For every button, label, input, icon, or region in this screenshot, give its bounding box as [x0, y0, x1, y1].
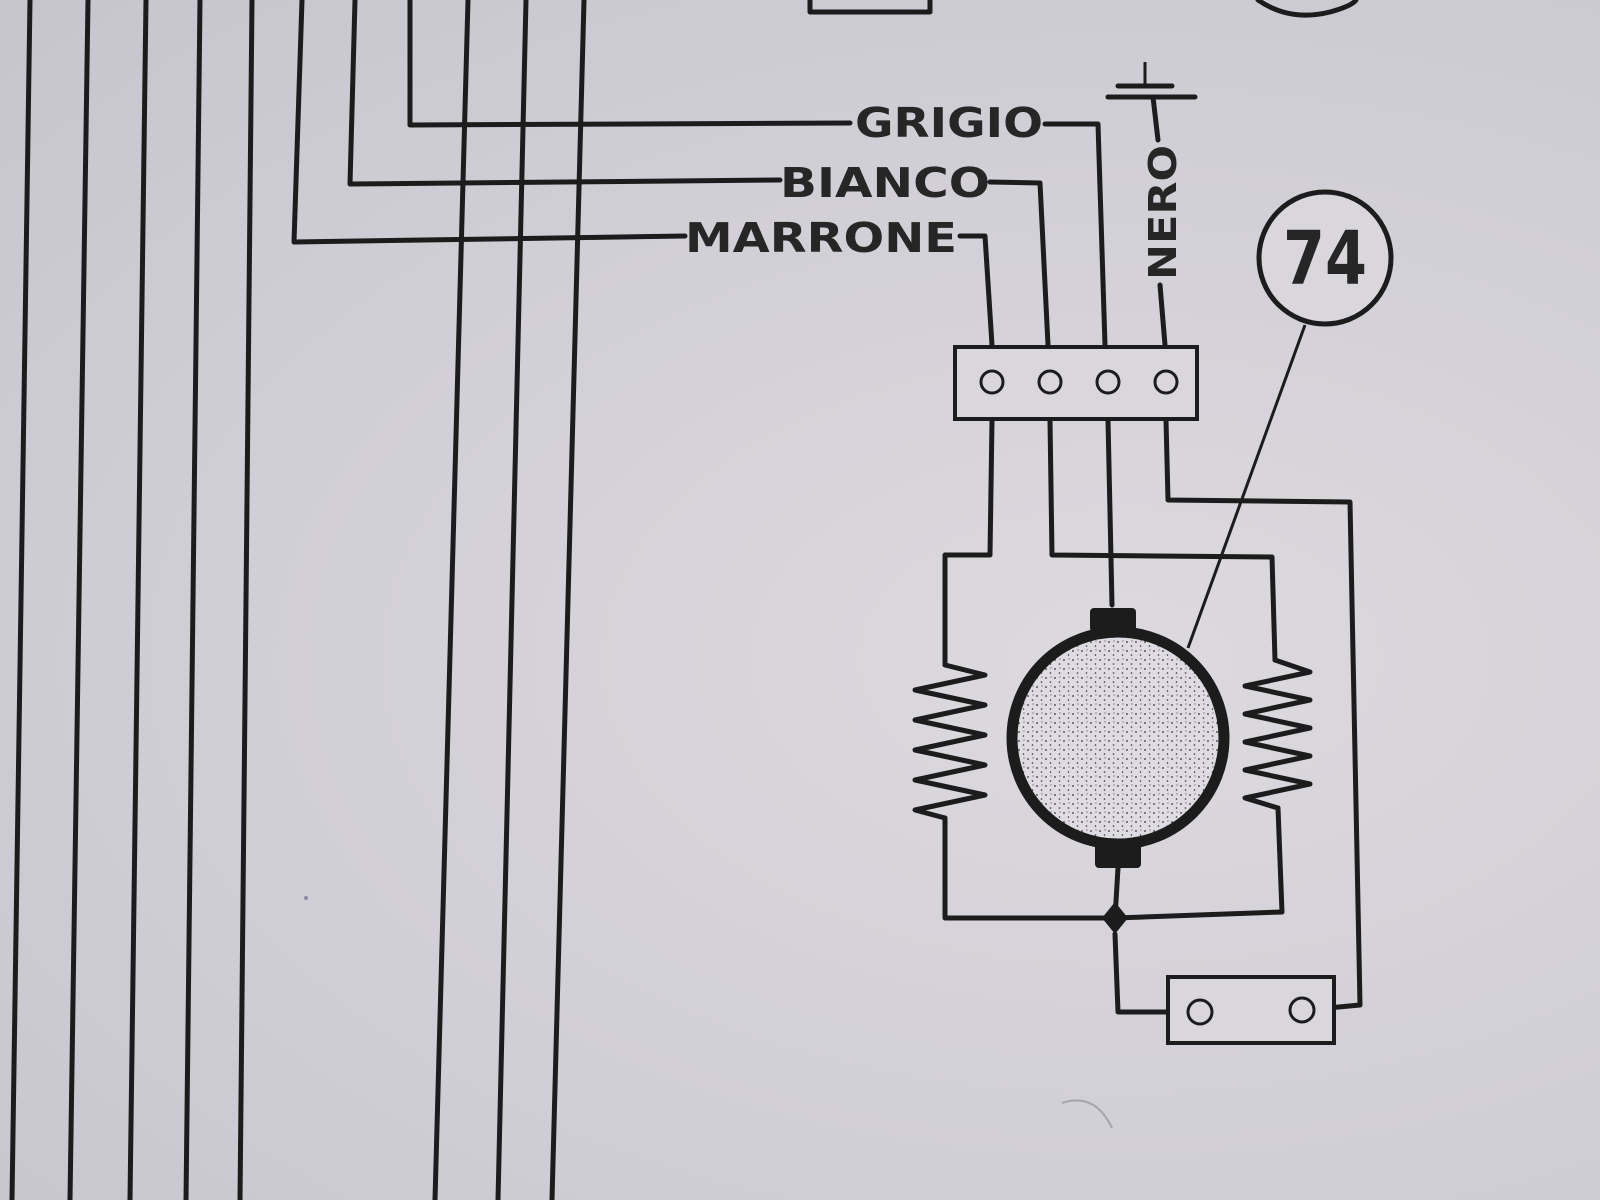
- nero-wire-drop: [1157, 282, 1168, 348]
- bus-wire: [67, 0, 91, 1200]
- bus-wire: [9, 0, 33, 1200]
- field-left-feed: [942, 417, 995, 668]
- paper-dot: [304, 896, 308, 900]
- return-wire: [1163, 417, 1363, 1011]
- bianco-wire-drop: [987, 179, 1051, 348]
- terminal-post: [1037, 369, 1063, 395]
- bus-wire: [495, 0, 529, 1200]
- junction-node: [1102, 902, 1128, 934]
- grigio-wire-drop: [1042, 121, 1108, 348]
- label-grigio: GRIGIO: [855, 99, 1043, 147]
- bus-wire: [237, 0, 255, 1200]
- bus-wire: [183, 0, 203, 1200]
- right-field-coil: [1242, 657, 1313, 811]
- terminal-post: [1095, 369, 1121, 395]
- callout-74: 74: [1186, 189, 1394, 649]
- left-coil-return: [942, 815, 1118, 921]
- connector-post: [1186, 998, 1214, 1026]
- marrone-wire: [291, 0, 688, 245]
- switch-connector: [1166, 975, 1336, 1045]
- field-right-feed: [1047, 417, 1278, 663]
- left-bus-wires: [9, 0, 587, 1200]
- right-coil-return: [1112, 805, 1285, 921]
- bus-wire: [549, 0, 587, 1200]
- grigio-wire: [407, 0, 853, 128]
- terminal-block: [953, 345, 1199, 421]
- terminal-post: [1153, 369, 1179, 395]
- ground-symbol: [1105, 62, 1198, 143]
- label-bianco: BIANCO: [780, 159, 990, 207]
- connector-post: [1288, 996, 1316, 1024]
- terminal-post: [979, 369, 1005, 395]
- bus-wire: [432, 0, 471, 1200]
- label-nero: NERO: [1141, 145, 1185, 280]
- left-field-coil: [912, 662, 988, 821]
- switch-feed-wire: [1112, 931, 1173, 1015]
- marrone-wire-drop: [957, 233, 995, 348]
- bianco-wire: [347, 0, 783, 187]
- bus-wire: [127, 0, 149, 1200]
- paper-mark: [1061, 1099, 1113, 1129]
- top-box-fragment: [807, 0, 933, 15]
- label-marrone: MARRONE: [685, 214, 957, 262]
- top-circle-fragment: [1255, 0, 1359, 18]
- callout-number: 74: [1283, 216, 1367, 302]
- armature-feed: [1105, 417, 1115, 608]
- motor-armature: [1006, 608, 1230, 868]
